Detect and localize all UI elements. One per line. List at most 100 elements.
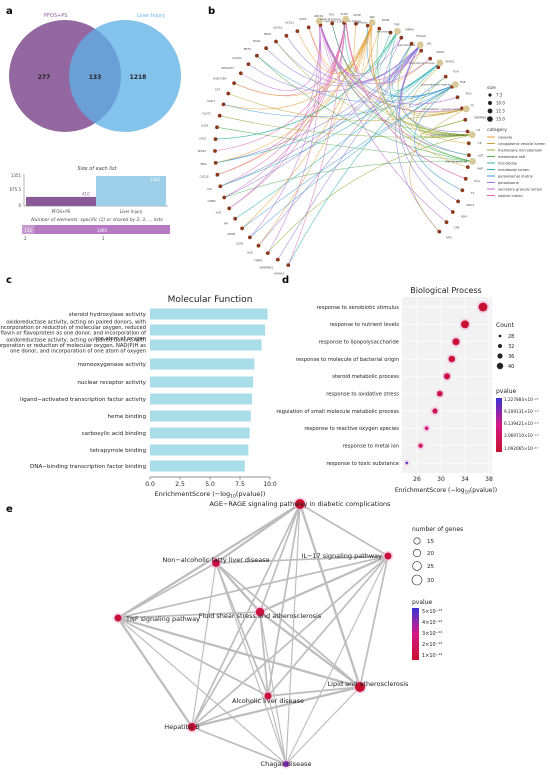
- cnet-gene-node: [275, 257, 280, 262]
- cnet-edge: [275, 41, 473, 136]
- cnet-gene-node: [463, 176, 468, 181]
- cnet-edge: [420, 119, 473, 138]
- cnet-size-legend: size 7.5 10.0 12.5 15.0: [487, 85, 505, 122]
- cnet-gene-node: [460, 106, 464, 111]
- cnet-gene-node: [264, 46, 268, 51]
- cnet-gene-node: [306, 25, 311, 30]
- cnet-gene-label: ACAA1: [273, 26, 283, 30]
- cnet-gene-node: [455, 95, 460, 100]
- kegg-edge: [259, 554, 389, 614]
- bp-count-key-label-1: 32: [508, 344, 514, 350]
- cnet-gene-node: [465, 165, 470, 170]
- panel-label-a: a: [6, 6, 13, 17]
- cnet-edge: [277, 44, 421, 260]
- cnet-gene-label: A2M: [461, 214, 468, 218]
- cnet-gene-label: HAO1: [253, 39, 261, 43]
- kegg-pvalue-colorbar: [412, 608, 419, 660]
- mf-category-label: nuclear receptor activity: [77, 380, 146, 386]
- cnet-category-label: peroxisomal matrix: [498, 174, 534, 178]
- kegg-edge: [117, 555, 389, 619]
- cnet-gene-node: [463, 117, 468, 122]
- mf-category-label: flavin or flavoprotein as one donor, and…: [1, 331, 147, 337]
- kegg-edge: [259, 611, 361, 688]
- kegg-node: [187, 722, 197, 732]
- cnet-gene-label: FGG: [466, 92, 472, 96]
- venn-count-overlap: 133: [89, 74, 102, 81]
- kegg-pvalue-legend: pvalue 5×10⁻¹² 4×10⁻¹² 3×10⁻¹² 2×10⁻¹² 1…: [412, 599, 442, 660]
- kegg-node: [255, 607, 265, 617]
- kegg-edge: [117, 503, 301, 619]
- list-size-category-right: Liver Injury: [120, 209, 143, 214]
- cnet-edge: [220, 44, 421, 187]
- mf-category-labels: steroid hydroxylase activityoxidoreducta…: [0, 312, 147, 470]
- cnet-category-label: vesicle lumen: [498, 194, 523, 198]
- cnet-edge: [215, 62, 441, 164]
- kegg-edge: [191, 726, 287, 765]
- cnet-gene-label: SCP2: [299, 17, 306, 21]
- mf-xlabel-prefix: EnrichmentScore (−log: [155, 490, 231, 498]
- cnet-gene-label: FAS: [329, 12, 334, 16]
- cnet-gene-node: [365, 23, 370, 28]
- cnet-gene-node: [226, 91, 231, 96]
- cnet-gene-node: [443, 74, 448, 79]
- cnet-gene-node: [450, 210, 455, 214]
- cnet-term-label: membrane microdomain: [430, 133, 467, 137]
- cnet-term-node: [342, 15, 350, 23]
- cnet-category-label: membrane raft: [498, 155, 526, 159]
- cnet-edge: [319, 20, 447, 223]
- kegg-node: [212, 559, 220, 567]
- cnet-edge: [216, 127, 473, 162]
- cnet-edge: [256, 55, 473, 162]
- kegg-edge: [215, 555, 389, 564]
- shared-bar-1: [34, 225, 170, 234]
- kegg-node-label: IL−17 signaling pathway: [301, 552, 382, 560]
- bp-point: [437, 390, 443, 397]
- cnet-gene-node: [227, 206, 232, 211]
- kegg-size-key-label-0: 15: [427, 539, 434, 545]
- kegg-node-label: Hepatitis B: [164, 723, 200, 731]
- cnet-gene-label: C3: [477, 128, 481, 132]
- cnet-edge: [362, 22, 380, 74]
- list-size-title: Size of each list: [77, 166, 117, 172]
- kegg-size-key-label-2: 25: [427, 564, 434, 570]
- cnet-category-label: microbody: [498, 161, 518, 165]
- cnet-edge: [267, 134, 473, 254]
- cnet-gene-node: [399, 35, 404, 40]
- kegg-node-label: Fluid shear stress and atherosclerosis: [199, 612, 322, 620]
- cnet-gene-label: TLR4: [340, 12, 348, 16]
- cnet-gene-label: PTGS2: [417, 34, 426, 38]
- cnet-gene-node: [419, 48, 424, 53]
- bp-point: [424, 426, 429, 431]
- cnet-gene-node: [437, 229, 442, 234]
- cnet-edge: [409, 108, 467, 232]
- cnet-gene-node: [213, 161, 218, 165]
- cnet-gene-label: FGA: [453, 69, 459, 73]
- cnet-gene-label: APOB: [227, 232, 235, 236]
- cnet-edge: [286, 35, 421, 83]
- kegg-edge: [191, 555, 389, 728]
- cnet-term-node: [394, 27, 401, 35]
- kegg-edge: [191, 503, 301, 728]
- panel-d: Biological Process response to xenobioti…: [276, 286, 538, 495]
- cnet-gene-node: [295, 29, 300, 33]
- kegg-size-key-0: [413, 537, 421, 545]
- mf-bar: [150, 324, 266, 336]
- cnet-edge: [397, 43, 473, 136]
- mf-category-label: oxidoreductase activity, acting on paire…: [6, 337, 146, 343]
- mf-bar: [150, 444, 249, 456]
- cnet-gene-node: [465, 129, 470, 134]
- cnet-edge: [392, 43, 441, 91]
- bp-count-key-2: [497, 353, 503, 359]
- cnet-gene-label: HPX: [446, 235, 452, 239]
- cnet-edge: [217, 22, 373, 175]
- cnet-gene-label: ACE: [216, 211, 222, 215]
- cnet-gene-node: [221, 102, 226, 107]
- kegg-size-key-label-1: 20: [427, 551, 434, 557]
- list-size-ytick-mid: 675.5: [10, 187, 22, 192]
- kegg-pvalue-key-2: 3×10⁻¹²: [422, 631, 442, 637]
- cnet-gene-node: [388, 30, 393, 35]
- bp-point: [461, 320, 469, 329]
- panel-label-d: d: [282, 275, 289, 286]
- cnet-category-label: secretory granule lumen: [498, 187, 542, 191]
- shared-tick-1: 1: [102, 236, 105, 241]
